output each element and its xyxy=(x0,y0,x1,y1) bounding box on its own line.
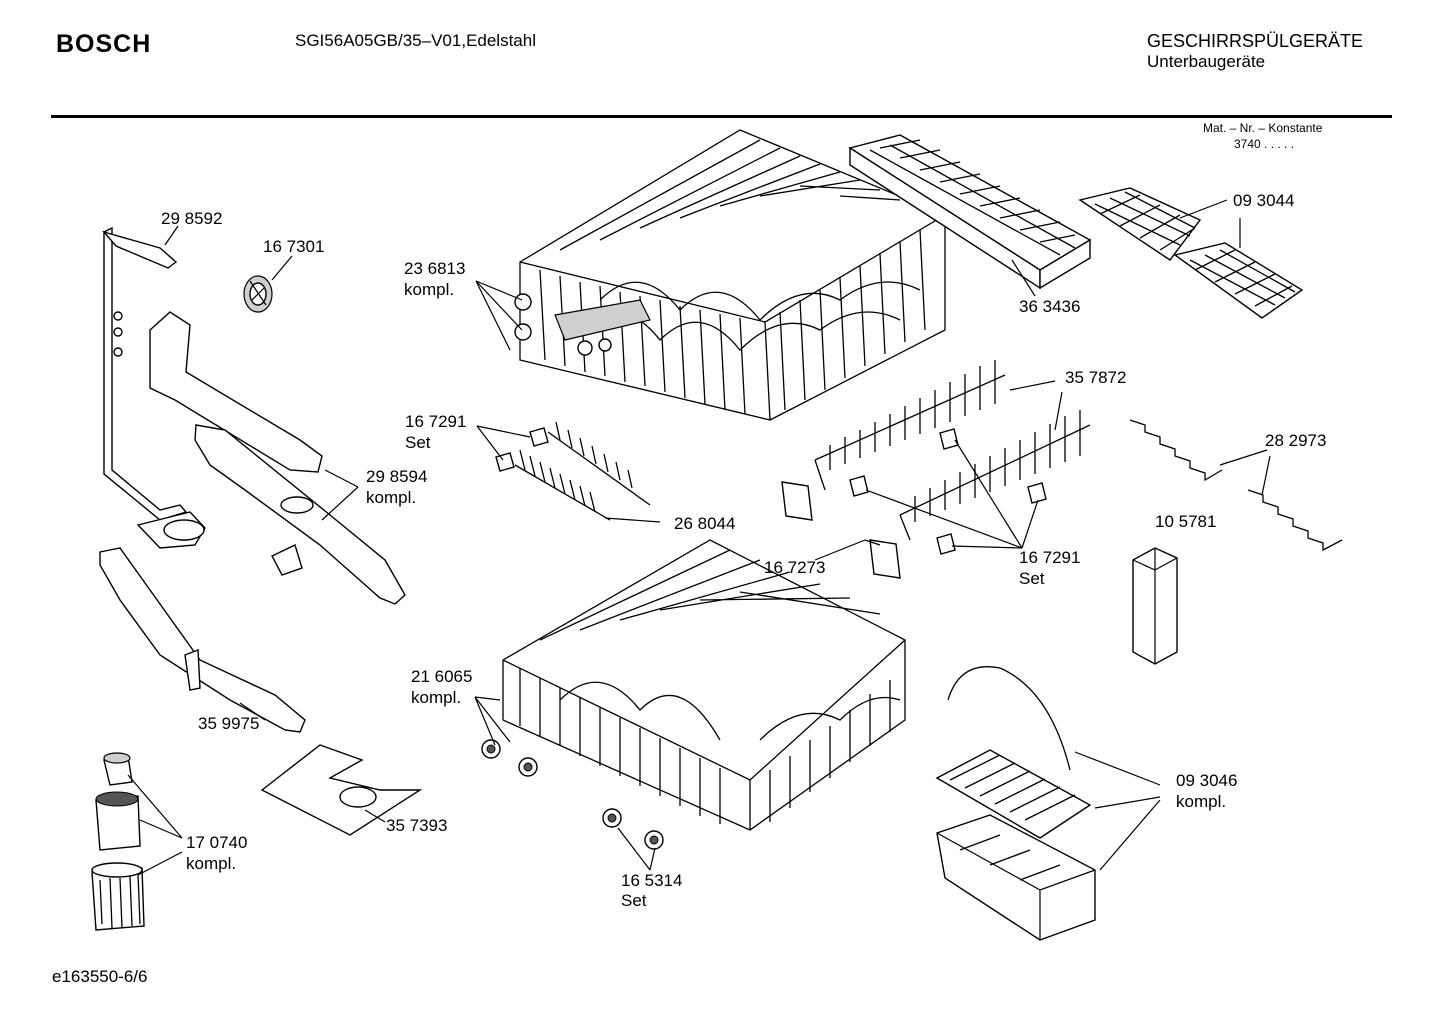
label-36-3436: 36 3436 xyxy=(1019,297,1081,316)
header-divider xyxy=(51,115,1392,118)
label-35-9975: 35 9975 xyxy=(198,714,260,733)
label-26-8044: 26 8044 xyxy=(674,514,736,533)
drawing-code: e163550-6/6 xyxy=(52,967,148,986)
label-35-7872: 35 7872 xyxy=(1065,368,1127,387)
tine-row-part-1 xyxy=(814,360,1006,491)
cup-shelf-part-2 xyxy=(1173,242,1304,319)
upper-spray-arm-part xyxy=(149,311,406,605)
stepped-rack-part-1 xyxy=(1129,419,1223,482)
constant-label: Mat. – Nr. – Konstante xyxy=(1203,121,1323,135)
appliance-subcategory: Unterbaugeräte xyxy=(1147,52,1266,71)
appliance-category: GESCHIRRSPÜLGERÄTE xyxy=(1147,31,1364,51)
clip-part-a xyxy=(495,427,549,472)
label-09-3046-sub: kompl. xyxy=(1176,792,1227,811)
lower-basket-part xyxy=(481,539,906,850)
holder-part xyxy=(781,481,901,579)
label-16-7291-b: 16 7291 xyxy=(1019,548,1081,567)
label-16-7301: 16 7301 xyxy=(263,237,325,256)
label-29-8594-sub: kompl. xyxy=(366,488,417,507)
label-16-7273: 16 7273 xyxy=(764,558,826,577)
label-17-0740-sub: kompl. xyxy=(186,854,237,873)
label-21-6065-sub: kompl. xyxy=(411,688,462,707)
constant-value: 3740 . . . . . xyxy=(1234,137,1295,151)
clip-part-b xyxy=(849,428,1047,555)
label-29-8592: 29 8592 xyxy=(161,209,223,228)
label-17-0740: 17 0740 xyxy=(186,833,248,852)
label-16-7291-a-sub: Set xyxy=(405,433,431,452)
leader-lines xyxy=(127,199,1271,876)
label-23-6813: 23 6813 xyxy=(404,259,466,278)
filter-set-part xyxy=(91,752,145,931)
label-23-6813-sub: kompl. xyxy=(404,280,455,299)
label-09-3046: 09 3046 xyxy=(1176,771,1238,790)
label-35-7393: 35 7393 xyxy=(386,816,448,835)
knife-tray-part xyxy=(848,134,1092,290)
label-21-6065: 21 6065 xyxy=(411,667,473,686)
cutlery-basket-part xyxy=(935,666,1096,941)
label-28-2973: 28 2973 xyxy=(1265,431,1327,450)
tine-row-part-2 xyxy=(899,410,1091,541)
label-16-7291-a: 16 7291 xyxy=(405,412,467,431)
label-16-5314-sub: Set xyxy=(621,891,647,910)
lower-spray-arm-part xyxy=(99,547,306,733)
small-filter-disc-part xyxy=(243,275,273,313)
brand-logo: BOSCH xyxy=(56,30,152,58)
cutlery-compartment-part xyxy=(1132,547,1178,665)
label-29-8594: 29 8594 xyxy=(366,467,428,486)
stepped-rack-part-2 xyxy=(1247,489,1343,552)
sump-cover-part xyxy=(260,744,423,836)
upper-basket-part xyxy=(514,129,946,421)
label-16-5314: 16 5314 xyxy=(621,871,683,890)
cup-shelf-part-1 xyxy=(1078,187,1202,261)
supply-pipe-part xyxy=(101,226,206,549)
label-10-5781: 10 5781 xyxy=(1155,512,1217,531)
model-number: SGI56A05GB/35–V01,Edelstahl xyxy=(295,31,536,50)
label-09-3044: 09 3044 xyxy=(1233,191,1295,210)
cup-holder-strip-part xyxy=(514,421,651,521)
label-16-7291-b-sub: Set xyxy=(1019,569,1045,588)
